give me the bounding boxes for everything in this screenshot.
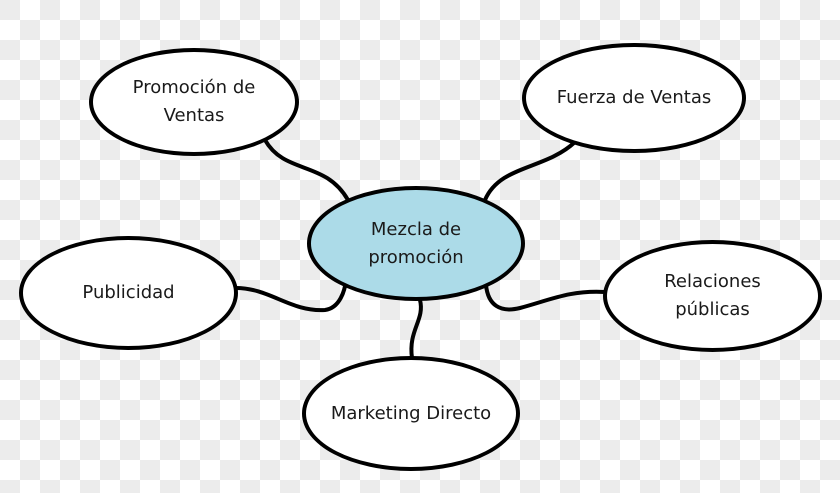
- connector-fuerza-ventas: [483, 140, 577, 201]
- connector-publicidad: [235, 279, 348, 313]
- node-label: Relaciones: [664, 271, 761, 292]
- center-label: Mezcla de: [370, 218, 462, 240]
- node-label: Fuerza de Ventas: [556, 87, 712, 108]
- node-label: Publicidad: [82, 282, 175, 303]
- node-fuerza-ventas: Fuerza de Ventas: [522, 43, 746, 153]
- node-label: Ventas: [163, 105, 225, 126]
- node-label: Promoción de: [132, 77, 256, 98]
- connector-promocion-ventas: [263, 138, 350, 202]
- node-label: Marketing Directo: [330, 402, 492, 424]
- center-label: promoción: [368, 246, 464, 268]
- connector-marketing-directo: [409, 299, 423, 359]
- node-center-mezcla-promocion: Mezcla de promoción: [307, 186, 525, 301]
- node-promocion-ventas: Promoción de Ventas: [89, 48, 299, 156]
- node-relaciones-publicas: Relaciones públicas: [603, 240, 822, 352]
- node-label: públicas: [675, 299, 750, 320]
- node-publicidad: Publicidad: [19, 236, 238, 350]
- node-marketing-directo: Marketing Directo: [302, 356, 520, 471]
- connector-relaciones-publicas: [484, 284, 606, 312]
